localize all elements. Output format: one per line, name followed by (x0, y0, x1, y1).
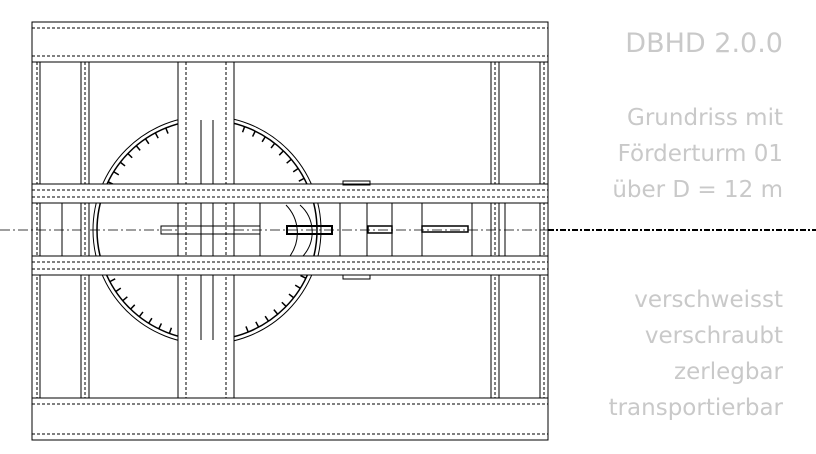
ring-tick (135, 145, 141, 151)
ring-tick (165, 127, 169, 134)
ring-tick (255, 321, 260, 328)
beam-top (31, 21, 549, 63)
ring-tick (241, 126, 246, 133)
ring-tick (261, 136, 266, 143)
ring-tick (298, 177, 305, 182)
vertical-posts (31, 21, 549, 441)
ring-tick (138, 311, 144, 318)
ring-tick (281, 301, 287, 307)
ring-tick (292, 167, 299, 173)
ring-tick (264, 315, 270, 322)
conveyor-elements (160, 180, 469, 280)
ring-tick (119, 161, 126, 167)
beam-middle-upper (31, 183, 549, 204)
ring-tick (288, 293, 295, 299)
ring-tick (130, 304, 136, 310)
product-title: DBHD 2.0.0 (625, 28, 783, 59)
feature-2: verschraubt (644, 323, 783, 349)
beam-bottom (31, 397, 549, 441)
ring-tick (245, 326, 249, 333)
beam-middle-lower (31, 255, 549, 276)
ring-tick (122, 296, 128, 302)
ring-tick (109, 278, 116, 283)
ring-tick (270, 142, 276, 149)
ring-tick (127, 153, 133, 159)
description-line-2: Förderturm 01 (617, 141, 783, 167)
ring-tick (158, 323, 163, 330)
feature-1: verschweisst (634, 287, 783, 313)
ring-tick (168, 327, 173, 334)
ring-tick (278, 150, 284, 156)
ring-tick (154, 132, 159, 139)
ring-tick (251, 130, 256, 137)
feature-3: zerlegbar (674, 359, 783, 385)
feature-4: transportierbar (608, 395, 783, 421)
description-line-3: über D = 12 m (612, 177, 783, 203)
ring-tick (113, 171, 120, 176)
ring-tick (294, 284, 301, 289)
ring-tick (148, 317, 153, 324)
ring-tick (273, 309, 279, 315)
ring-tick (300, 274, 307, 279)
ring-tick (286, 158, 292, 164)
ring-tick (144, 138, 150, 145)
ring-tick (115, 287, 122, 293)
description-line-1: Grundriss mit (627, 105, 783, 131)
